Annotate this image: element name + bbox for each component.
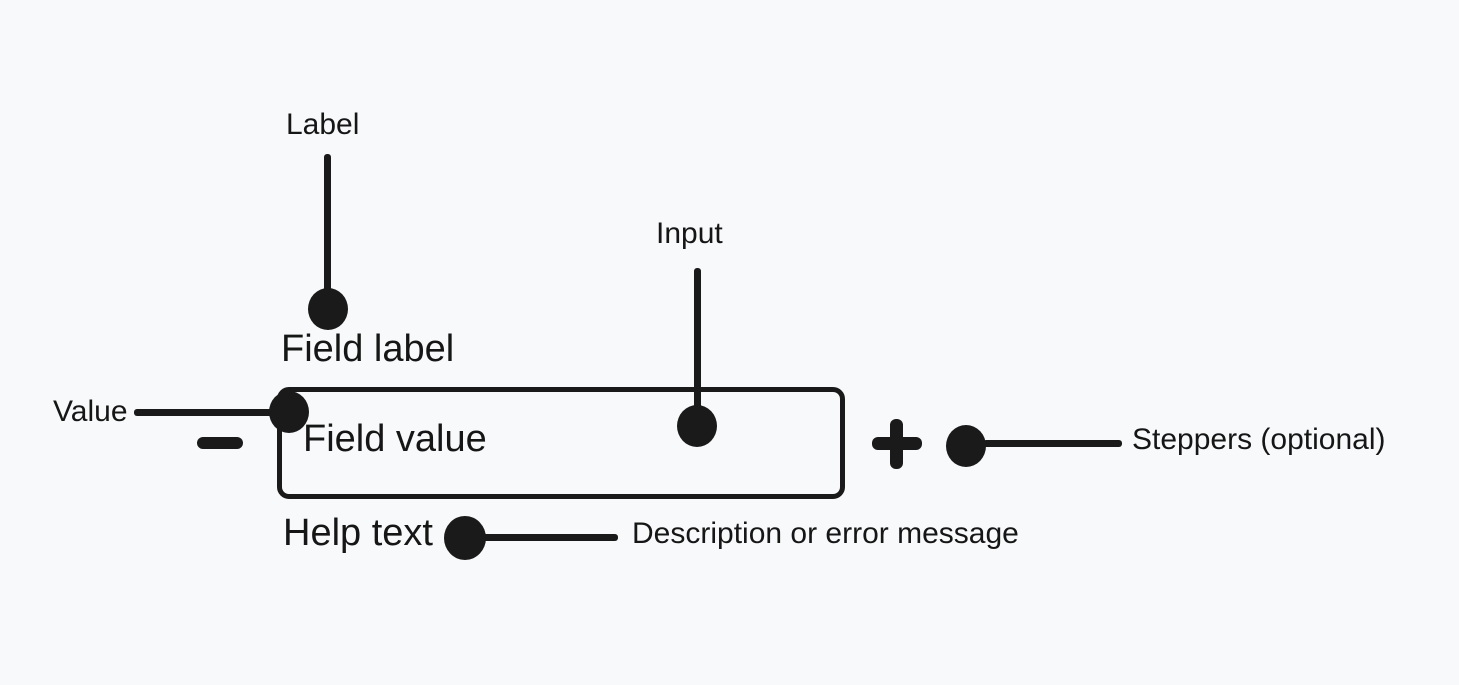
annotation-help-description: Description or error message: [632, 517, 1019, 550]
annotation-steppers: Steppers (optional): [1132, 423, 1386, 456]
help-text: Help text: [283, 512, 433, 554]
annotation-input: Input: [656, 217, 723, 250]
field-label: Field label: [281, 328, 455, 370]
label-connector-dot: [308, 288, 348, 330]
input-leader-line: [694, 268, 701, 413]
annotation-label: Label: [286, 108, 360, 141]
field-value: Field value: [303, 418, 487, 460]
help-connector-dot: [444, 516, 486, 560]
help-leader-line: [482, 534, 618, 541]
steppers-connector-dot: [946, 425, 986, 467]
label-leader-line: [324, 154, 331, 294]
steppers-leader-line: [983, 440, 1122, 447]
input-connector-dot: [677, 405, 717, 447]
plus-icon-vertical-bar: [890, 419, 903, 469]
value-connector-dot: [269, 391, 309, 433]
plus-icon: [872, 419, 922, 469]
minus-icon: [197, 437, 243, 449]
input-field-box: [277, 387, 845, 499]
value-leader-line: [134, 409, 287, 416]
annotation-value: Value: [53, 395, 128, 428]
